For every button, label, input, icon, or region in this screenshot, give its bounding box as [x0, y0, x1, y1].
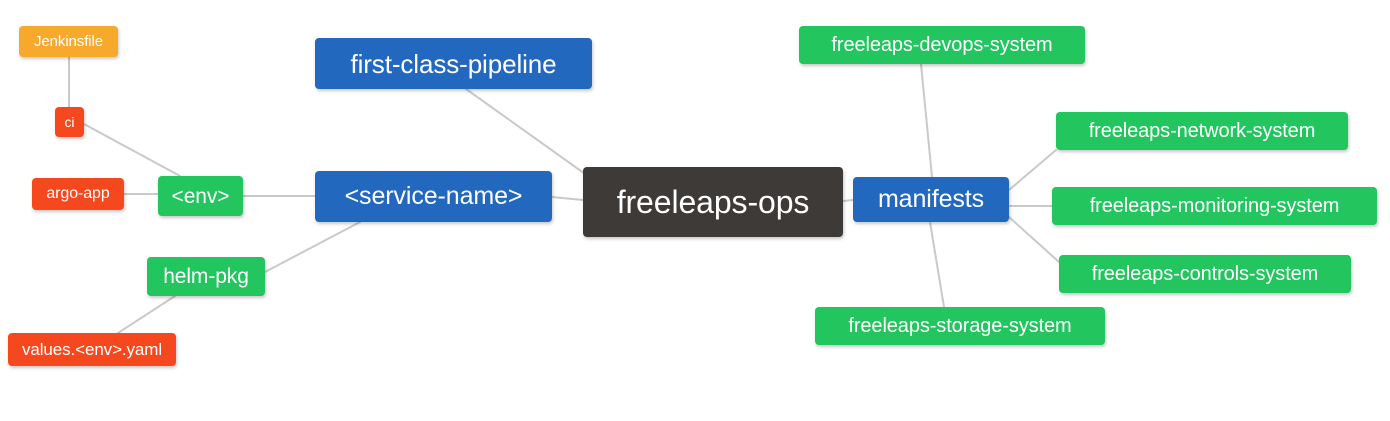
node-label-jenkinsfile: Jenkinsfile — [34, 33, 103, 50]
node-jenkinsfile[interactable]: Jenkinsfile — [19, 26, 118, 57]
node-env[interactable]: <env> — [158, 176, 243, 216]
node-label-freeleaps-monitoring-system: freeleaps-monitoring-system — [1089, 195, 1340, 217]
node-label-manifests: manifests — [877, 185, 985, 213]
node-label-freeleaps-network-system: freeleaps-network-system — [1088, 120, 1316, 142]
node-label-env: <env> — [171, 184, 230, 208]
node-label-freeleaps-devops-system: freeleaps-devops-system — [831, 34, 1053, 56]
node-values-env-yaml[interactable]: values.<env>.yaml — [8, 333, 176, 366]
node-label-argo-app: argo-app — [46, 185, 110, 202]
node-manifests[interactable]: manifests — [853, 177, 1009, 222]
node-label-freeleaps-controls-system: freeleaps-controls-system — [1091, 263, 1319, 285]
node-label-values-env-yaml: values.<env>.yaml — [21, 340, 163, 359]
edge-env-to-ci — [83, 123, 181, 177]
node-label-helm-pkg: helm-pkg — [163, 265, 249, 288]
node-service-name[interactable]: <service-name> — [315, 171, 552, 222]
edge-freeleaps-ops-to-first-class-pipeline — [465, 88, 589, 177]
node-label-first-class-pipeline: first-class-pipeline — [350, 48, 557, 79]
edge-manifests-to-freeleaps-controls-system — [1008, 216, 1060, 263]
node-helm-pkg[interactable]: helm-pkg — [147, 257, 265, 296]
node-argo-app[interactable]: argo-app — [32, 178, 124, 210]
node-freeleaps-controls-system[interactable]: freeleaps-controls-system — [1059, 255, 1351, 293]
node-ci[interactable]: ci — [55, 107, 84, 137]
edge-freeleaps-ops-to-service-name — [551, 196, 584, 201]
edge-helm-pkg-to-values-env-yaml — [117, 295, 176, 334]
node-first-class-pipeline[interactable]: first-class-pipeline — [315, 38, 592, 89]
node-freeleaps-ops[interactable]: freeleaps-ops — [583, 167, 843, 237]
node-label-service-name: <service-name> — [344, 182, 523, 210]
node-freeleaps-storage-system[interactable]: freeleaps-storage-system — [815, 307, 1105, 345]
edge-manifests-to-freeleaps-network-system — [1008, 149, 1057, 191]
node-freeleaps-devops-system[interactable]: freeleaps-devops-system — [799, 26, 1085, 64]
edge-manifests-to-freeleaps-devops-system — [920, 63, 933, 178]
edge-manifests-to-freeleaps-storage-system — [929, 221, 945, 308]
node-freeleaps-network-system[interactable]: freeleaps-network-system — [1056, 112, 1348, 150]
node-label-freeleaps-storage-system: freeleaps-storage-system — [848, 315, 1072, 337]
edge-service-name-to-helm-pkg — [264, 221, 361, 273]
node-label-freeleaps-ops: freeleaps-ops — [616, 184, 810, 220]
edge-freeleaps-ops-to-manifests — [842, 199, 854, 202]
node-freeleaps-monitoring-system[interactable]: freeleaps-monitoring-system — [1052, 187, 1377, 225]
node-label-ci: ci — [64, 114, 75, 130]
